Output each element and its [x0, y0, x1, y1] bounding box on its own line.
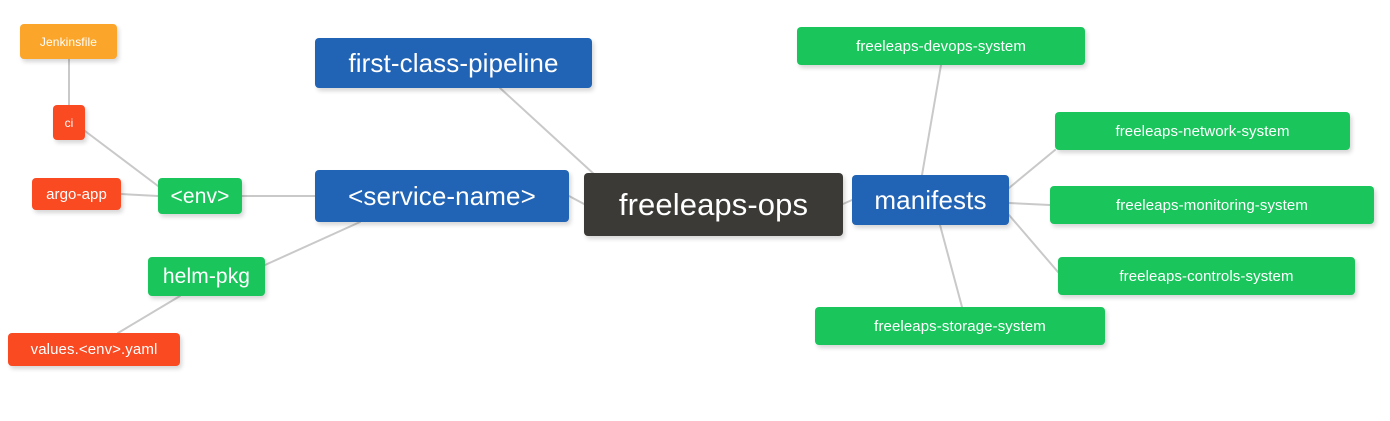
node-ci[interactable]: ci [53, 105, 85, 140]
edge-manifests-network [1008, 149, 1056, 189]
node-label: first-class-pipeline [348, 48, 559, 78]
node-label: freeleaps-devops-system [856, 37, 1026, 55]
node-first-class-pipeline[interactable]: first-class-pipeline [315, 38, 592, 88]
edge-manifests-devops [921, 64, 942, 176]
node-freeleaps-network-system[interactable]: freeleaps-network-system [1055, 112, 1350, 150]
node-freeleaps-controls-system[interactable]: freeleaps-controls-system [1058, 257, 1355, 295]
edge-manifests-controls [1008, 214, 1059, 273]
node-label: argo-app [46, 185, 107, 203]
node-label: freeleaps-ops [618, 187, 809, 222]
node-freeleaps-storage-system[interactable]: freeleaps-storage-system [815, 307, 1105, 345]
node-label: freeleaps-storage-system [874, 317, 1046, 335]
node-label: values.<env>.yaml [30, 341, 158, 358]
node-label: <env> [170, 184, 230, 208]
node-label: <service-name> [348, 181, 536, 211]
node-label: freeleaps-network-system [1115, 122, 1290, 140]
edge-ops-pipeline [499, 87, 596, 176]
node-label: freeleaps-controls-system [1119, 267, 1294, 285]
edge-env-argo [120, 193, 159, 197]
node-freeleaps-monitoring-system[interactable]: freeleaps-monitoring-system [1050, 186, 1374, 224]
node-label: manifests [874, 185, 987, 215]
node-argo-app[interactable]: argo-app [32, 178, 121, 210]
edge-manifests-monitoring [1008, 202, 1051, 206]
edge-ops-service [568, 195, 585, 205]
node-service-name[interactable]: <service-name> [315, 170, 569, 222]
node-freeleaps-ops[interactable]: freeleaps-ops [584, 173, 843, 236]
node-env[interactable]: <env> [158, 178, 242, 214]
node-label: helm-pkg [162, 265, 251, 288]
node-helm-pkg[interactable]: helm-pkg [148, 257, 265, 296]
node-label: ci [64, 115, 74, 130]
node-label: freeleaps-monitoring-system [1116, 196, 1308, 214]
node-label: Jenkinsfile [39, 34, 98, 49]
node-freeleaps-devops-system[interactable]: freeleaps-devops-system [797, 27, 1085, 65]
node-values-env-yaml[interactable]: values.<env>.yaml [8, 333, 180, 366]
edge-service-helm [264, 221, 361, 266]
node-jenkinsfile[interactable]: Jenkinsfile [20, 24, 117, 59]
edge-manifests-storage [939, 224, 963, 308]
edge-helm-values [117, 295, 181, 334]
edge-ops-manifests [842, 199, 853, 205]
node-manifests[interactable]: manifests [852, 175, 1009, 225]
